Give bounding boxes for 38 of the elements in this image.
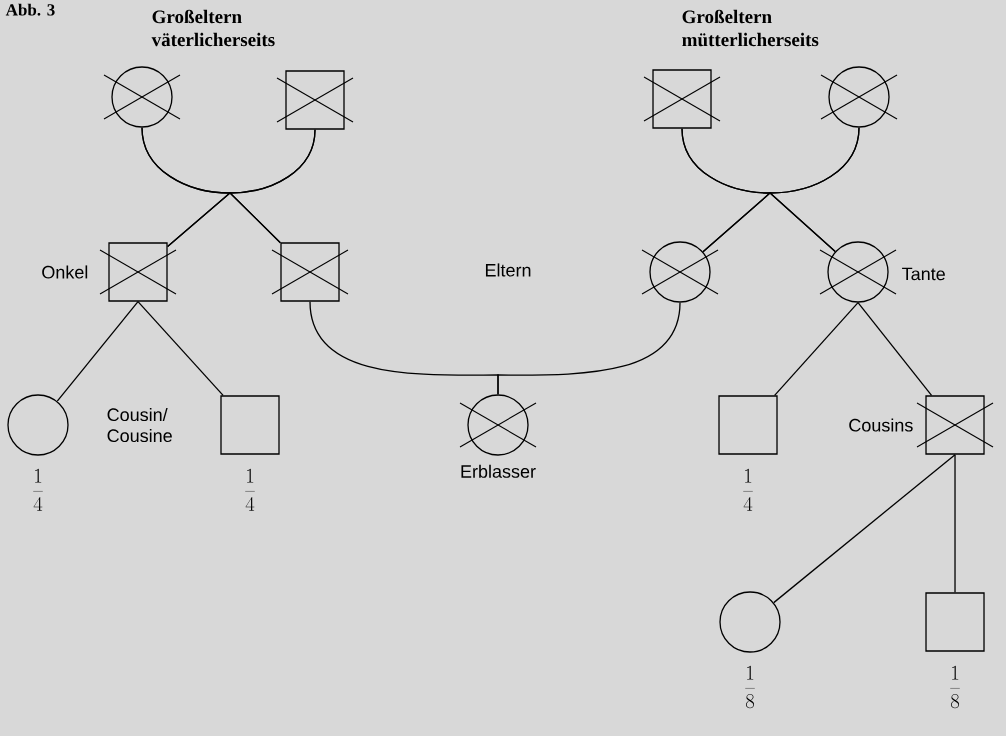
- descent-line: [857, 302, 933, 396]
- relation-label: Cousin/ Cousine: [107, 407, 172, 443]
- share-fraction: $\frac{1}{8}$: [745, 665, 755, 709]
- person-circle: [641, 241, 719, 303]
- person-label: Cousins: [849, 418, 913, 432]
- person-label: Onkel: [42, 265, 88, 279]
- person-circle: [820, 66, 898, 128]
- relation-label: Eltern: [485, 263, 531, 277]
- person-circle: [719, 591, 781, 653]
- person-square: [643, 69, 721, 129]
- person-square: [925, 592, 985, 652]
- person-circle: [7, 394, 69, 456]
- descent-line: [229, 129, 316, 244]
- group-heading: Großeltern väterlicherseits: [151, 9, 275, 47]
- descent-line: [954, 454, 956, 593]
- share-fraction: $\frac{1}{4}$: [33, 468, 43, 511]
- share-fraction: $\frac{1}{4}$: [245, 468, 255, 511]
- person-label: Tante: [902, 267, 945, 281]
- share-fraction: $\frac{1}{8}$: [950, 665, 960, 709]
- person-square: [99, 242, 177, 302]
- person-circle: [103, 66, 181, 128]
- descent-line: [769, 127, 860, 253]
- person-label: Erblasser: [461, 464, 536, 478]
- group-heading: Großeltern mütterlicherseits: [682, 9, 819, 47]
- figure-number: Abb. 3: [5, 3, 55, 16]
- descent-line: [137, 301, 224, 396]
- person-square: [718, 395, 778, 455]
- descent-line: [774, 302, 859, 396]
- person-square: [220, 395, 280, 455]
- descent-line: [773, 454, 956, 604]
- person-square: [276, 70, 354, 130]
- share-fraction: $\frac{1}{4}$: [743, 468, 753, 511]
- descent-line: [56, 301, 139, 402]
- person-circle: [459, 394, 537, 456]
- person-circle: [819, 241, 897, 303]
- person-square: [271, 242, 349, 302]
- person-square: [916, 395, 994, 455]
- descent-line: [497, 302, 681, 395]
